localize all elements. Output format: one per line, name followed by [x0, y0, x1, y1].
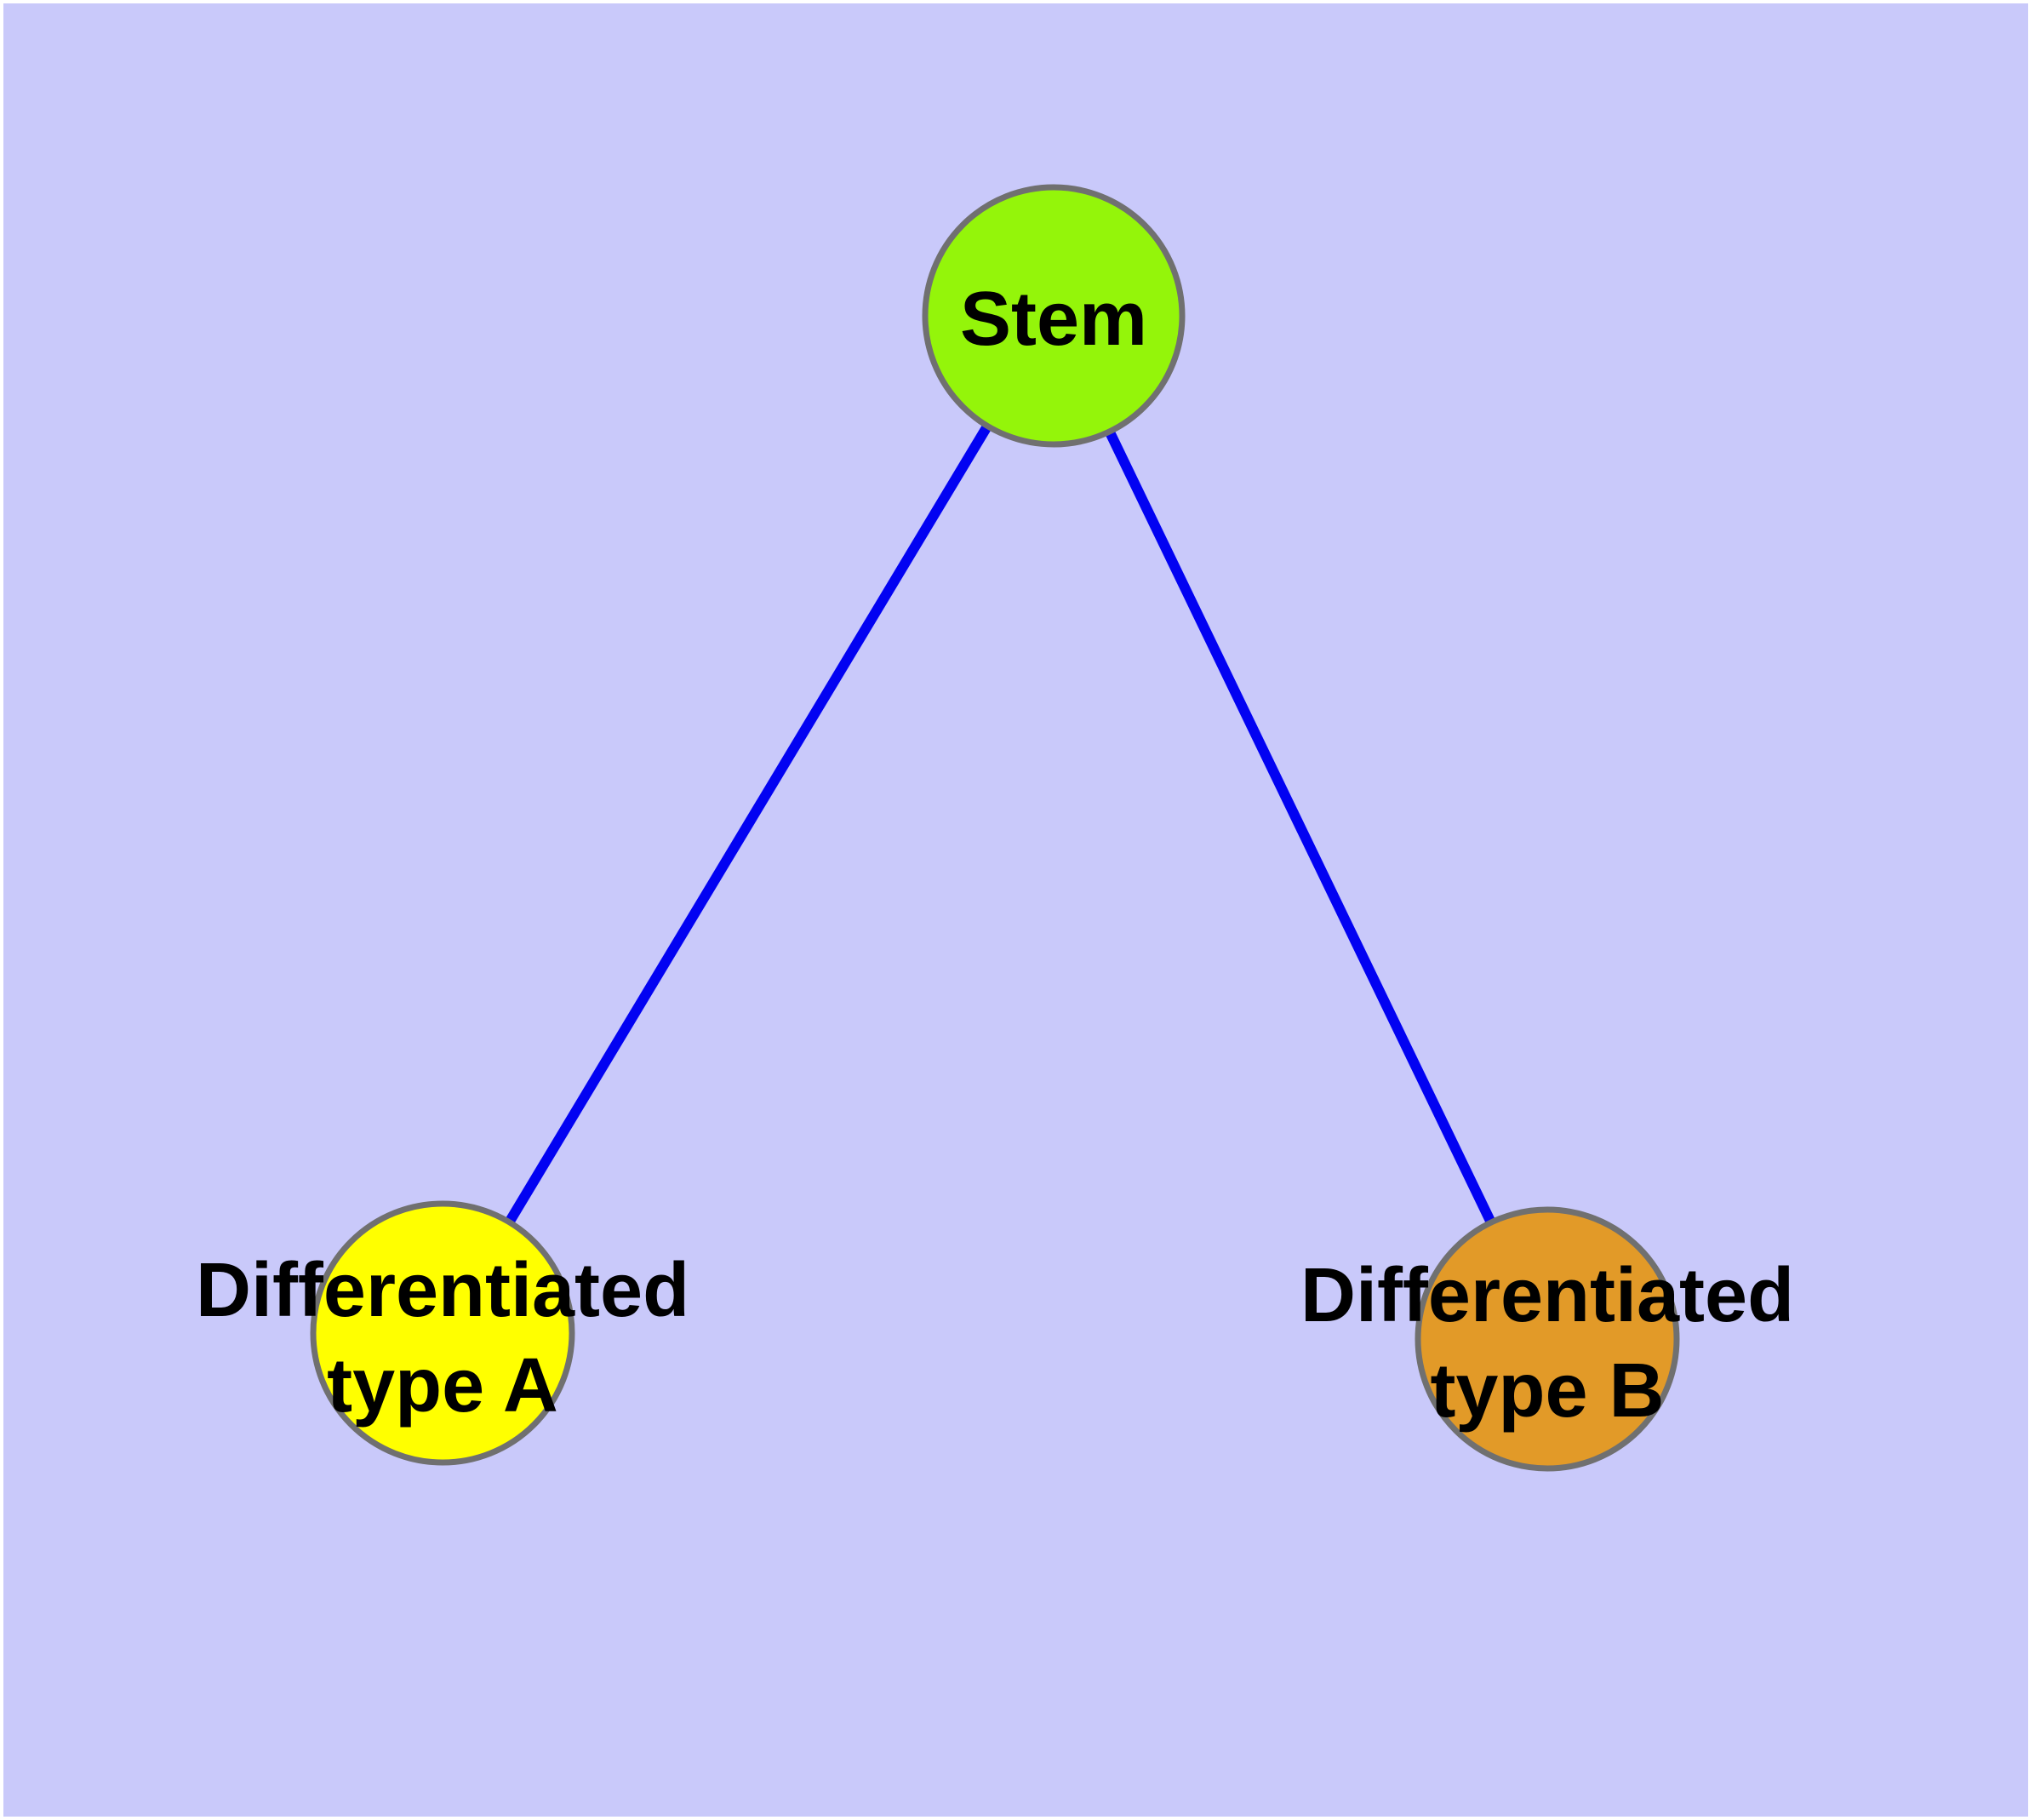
edge-stem-to-type-b [1049, 313, 1552, 1342]
node-label-type-b-line1: Differentiated [1300, 1253, 1795, 1338]
node-label-stem-line1: Stem [959, 277, 1148, 362]
node-label-stem: Stem [960, 272, 1147, 367]
node-label-type-a-line1: Differentiated [195, 1248, 690, 1333]
node-label-type-b-line2: type B [1430, 1348, 1665, 1434]
node-differentiated-type-a [310, 1200, 575, 1466]
node-label-type-a-line2: type A [327, 1343, 558, 1428]
node-label-differentiated-type-a: Differentiated type A [196, 1243, 689, 1434]
node-differentiated-type-b [1415, 1206, 1680, 1472]
node-stem [922, 184, 1186, 448]
edge-stem-to-type-a [437, 312, 1059, 1336]
node-label-differentiated-type-b: Differentiated type B [1300, 1248, 1794, 1439]
